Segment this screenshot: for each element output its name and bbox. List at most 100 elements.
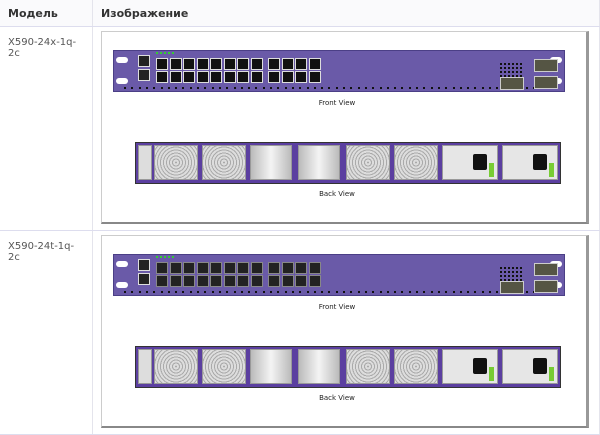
sfp-port bbox=[223, 58, 236, 70]
status-led bbox=[160, 256, 162, 258]
vent-hole bbox=[408, 291, 411, 293]
vent-hole bbox=[364, 291, 367, 293]
vent-hole bbox=[343, 291, 345, 293]
vent-hole bbox=[500, 267, 502, 269]
vent-hole bbox=[500, 63, 502, 65]
status-led bbox=[156, 52, 158, 54]
vent-hole bbox=[520, 279, 522, 281]
rj45-port bbox=[281, 275, 294, 287]
vent-hole bbox=[508, 275, 510, 277]
rj45-port bbox=[169, 275, 182, 287]
sfp-port bbox=[268, 58, 280, 70]
vent-hole bbox=[520, 267, 522, 269]
rj45-port bbox=[223, 262, 236, 274]
vent-hole bbox=[167, 291, 170, 293]
vent-hole bbox=[516, 75, 518, 77]
vent-hole bbox=[218, 291, 221, 293]
vent-hole bbox=[500, 75, 502, 77]
vent-hole bbox=[401, 291, 404, 293]
vent-hole bbox=[512, 75, 514, 77]
power-socket-icon bbox=[533, 358, 547, 374]
vent-hole bbox=[520, 275, 522, 277]
vent-hole bbox=[508, 63, 510, 65]
vent-hole bbox=[197, 291, 199, 293]
vent-hole bbox=[520, 271, 522, 273]
vent-hole bbox=[532, 291, 535, 293]
vent-hole bbox=[520, 67, 522, 69]
vent-hole bbox=[270, 291, 272, 293]
vent-hole bbox=[343, 87, 345, 89]
vent-hole bbox=[516, 63, 518, 65]
power-supply bbox=[442, 145, 498, 180]
vent-hole bbox=[160, 87, 163, 89]
rack-ear-hole bbox=[116, 282, 128, 288]
rj45-port bbox=[196, 262, 209, 274]
rj45-port bbox=[156, 275, 168, 287]
vent-hole bbox=[372, 291, 375, 293]
vent-hole bbox=[145, 291, 148, 293]
blank-slot bbox=[250, 145, 292, 180]
front-panel bbox=[113, 254, 565, 296]
sfp-port bbox=[308, 71, 321, 83]
vent-hole bbox=[516, 271, 518, 273]
vent-hole bbox=[401, 87, 404, 89]
power-supply bbox=[502, 145, 558, 180]
rack-ear-hole bbox=[116, 261, 128, 267]
vent-hole bbox=[189, 291, 192, 293]
vent-hole bbox=[277, 87, 280, 89]
vent-hole bbox=[138, 87, 141, 89]
vent-hole bbox=[512, 67, 514, 69]
console-port bbox=[138, 69, 150, 81]
vent-hole bbox=[508, 267, 510, 269]
vent-hole bbox=[423, 87, 426, 89]
back-panel bbox=[135, 346, 561, 388]
vent-hole bbox=[233, 291, 236, 293]
rj45-port bbox=[183, 262, 195, 274]
vent-hole bbox=[145, 87, 148, 89]
fan-module bbox=[394, 145, 438, 180]
sfp-port bbox=[268, 71, 280, 83]
sfp-port bbox=[196, 71, 209, 83]
vent-hole bbox=[445, 291, 448, 293]
vent-hole bbox=[500, 71, 502, 73]
vent-hole bbox=[175, 87, 178, 89]
power-supply bbox=[502, 349, 558, 384]
vent-hole bbox=[525, 87, 528, 89]
vent-hole bbox=[416, 87, 418, 89]
sfp-port bbox=[223, 71, 236, 83]
vent-hole bbox=[496, 87, 499, 89]
vent-hole bbox=[372, 87, 375, 89]
vent-hole bbox=[306, 291, 309, 293]
ground-panel bbox=[138, 349, 152, 384]
vent-hole bbox=[277, 291, 280, 293]
sfp-port bbox=[250, 71, 263, 83]
vent-hole bbox=[394, 87, 397, 89]
rj45-port bbox=[268, 275, 280, 287]
vent-hole bbox=[262, 87, 265, 89]
vent-hole bbox=[508, 279, 510, 281]
vent-hole bbox=[262, 291, 265, 293]
vent-hole bbox=[516, 71, 518, 73]
model-name: X590-24x-1q-2c bbox=[0, 26, 93, 231]
vent-hole bbox=[364, 87, 367, 89]
mgmt-port bbox=[138, 259, 150, 271]
fan-module bbox=[154, 349, 198, 384]
vent-hole bbox=[416, 291, 418, 293]
fan-module bbox=[346, 349, 390, 384]
power-socket-icon bbox=[473, 154, 487, 170]
qsfp-port bbox=[534, 76, 558, 89]
qsfp-port bbox=[534, 280, 558, 293]
vent-hole bbox=[437, 291, 440, 293]
rj45-port bbox=[210, 262, 222, 274]
vent-hole bbox=[313, 291, 316, 293]
vent-hole bbox=[500, 271, 502, 273]
rj45-port bbox=[169, 262, 182, 274]
sfp-port bbox=[156, 58, 168, 70]
sfp-port bbox=[295, 71, 307, 83]
vent-hole bbox=[299, 87, 302, 89]
vent-hole bbox=[504, 75, 506, 77]
front-view-label: Front View bbox=[318, 99, 356, 107]
